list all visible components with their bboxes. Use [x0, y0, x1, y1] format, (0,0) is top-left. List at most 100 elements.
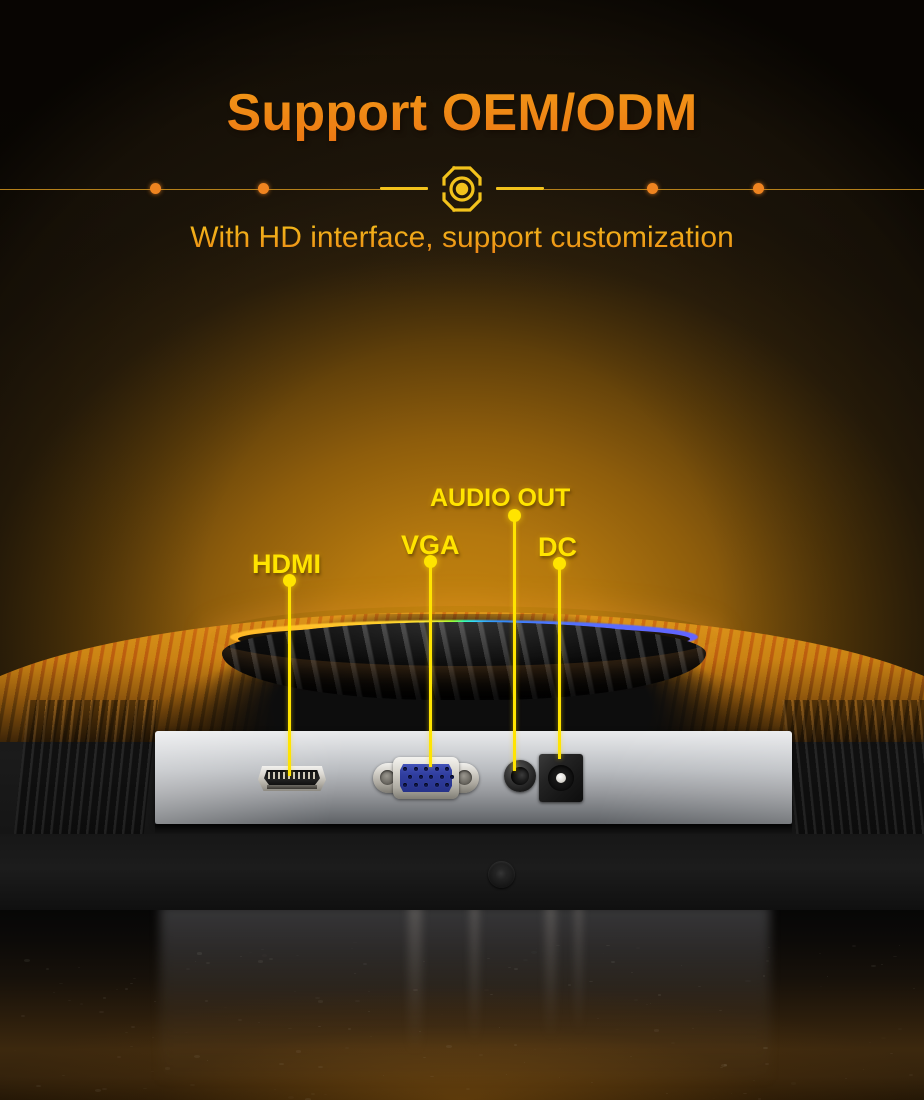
floor-speck — [102, 1087, 107, 1090]
floor-streak — [545, 905, 556, 1040]
floor-speck — [862, 1068, 864, 1070]
floor-speck — [196, 952, 202, 955]
vga-pin — [445, 783, 449, 787]
floor-speck — [767, 946, 770, 948]
floor-speck — [596, 1017, 599, 1019]
floor-speck — [318, 1025, 322, 1027]
vga-pin — [418, 775, 423, 779]
floor-speck — [763, 1046, 769, 1049]
floor-speck — [102, 997, 107, 999]
floor-speck — [881, 963, 884, 965]
floor-speck — [507, 966, 511, 968]
hdmi-port — [258, 766, 326, 791]
floor-streak — [470, 905, 479, 1045]
page-title: Support OEM/ODM — [0, 0, 924, 141]
vent-grille-left — [12, 700, 158, 850]
floor-speck — [591, 1082, 594, 1084]
floor-speck — [893, 955, 897, 958]
floor-speck — [606, 944, 610, 947]
floor-speck — [368, 1011, 371, 1013]
floor-speck — [845, 1077, 848, 1079]
floor-speck — [164, 1067, 171, 1070]
vga-pin — [424, 783, 428, 787]
floor-speck — [278, 1062, 285, 1066]
floor-speck — [98, 1010, 105, 1014]
vga-pin-array — [402, 766, 454, 790]
floor-speck — [908, 1074, 913, 1076]
octagon-target-icon — [434, 161, 490, 217]
floor-speck — [151, 1037, 154, 1039]
floor-speck — [412, 988, 419, 992]
floor-speck — [723, 1064, 727, 1066]
floor-streak — [575, 905, 582, 1035]
floor-speck — [446, 1045, 452, 1048]
floor-speck — [730, 1093, 732, 1095]
callout-dot — [283, 574, 296, 587]
floor-speck — [666, 1093, 668, 1095]
floor-speck — [35, 1084, 42, 1088]
floor-speck — [46, 968, 50, 970]
stand-dome — [222, 622, 706, 700]
floor-speck — [58, 982, 63, 985]
floor-speck — [268, 958, 273, 961]
floor-speck — [154, 1000, 157, 1002]
callout-leader-line — [288, 586, 291, 776]
floor-speck — [758, 1098, 762, 1100]
floor-speck — [362, 962, 368, 965]
hdmi-pins — [268, 772, 316, 779]
floor-speck — [697, 985, 701, 988]
floor-speck — [305, 1098, 311, 1100]
floor-speck — [240, 956, 242, 958]
dc-center-pin — [556, 773, 566, 783]
floor-speck — [630, 971, 633, 973]
vga-port — [373, 757, 479, 799]
floor-speck — [680, 964, 683, 966]
vga-pin — [450, 775, 454, 779]
vga-pin — [403, 767, 407, 771]
dome-shading — [222, 622, 706, 700]
floor-speck — [556, 944, 560, 947]
floor-streak — [408, 905, 422, 1055]
divider-dot — [150, 182, 161, 194]
floor-speck — [317, 1065, 323, 1069]
reflective-floor — [0, 905, 924, 1100]
floor-speck — [132, 977, 136, 980]
floor-speck — [348, 1028, 352, 1030]
vga-pin — [439, 775, 444, 779]
floor-speck — [130, 1045, 134, 1048]
decorative-divider — [0, 163, 924, 215]
audio-out-port — [504, 760, 536, 792]
vga-pin — [403, 783, 407, 787]
vga-pin — [429, 775, 433, 779]
floor-speck — [871, 965, 876, 968]
floor-speck — [610, 960, 615, 963]
monitor-bottom-bezel — [0, 834, 924, 910]
audio-jack-hole — [511, 767, 529, 785]
floor-speck — [851, 945, 856, 948]
floor-speck — [143, 1087, 147, 1090]
floor-speck — [257, 960, 263, 963]
io-panel-shadow — [155, 824, 792, 834]
divider-line-left — [0, 188, 380, 190]
floor-speck — [418, 1030, 422, 1032]
power-button[interactable] — [488, 861, 515, 888]
floor-speck — [658, 994, 662, 996]
floor-speck — [68, 1000, 71, 1002]
floor-speck — [204, 1000, 209, 1003]
floor-speck — [423, 960, 426, 962]
floor-speck — [912, 987, 916, 990]
divider-dot — [753, 182, 764, 194]
vga-screw-hole — [457, 770, 472, 785]
floor-speck — [719, 1009, 722, 1011]
callout-dot — [508, 509, 521, 522]
vga-pin — [413, 767, 418, 771]
floor-speck — [513, 1044, 517, 1046]
floor-glow — [0, 965, 924, 1100]
floor-reflection — [160, 905, 770, 1080]
header: Support OEM/ODM — [0, 0, 924, 255]
floor-speck — [61, 1074, 66, 1077]
hdmi-base — [267, 785, 317, 789]
floor-speck — [193, 1055, 200, 1058]
floor-speck — [423, 1056, 427, 1059]
floor-speck — [116, 1056, 121, 1059]
